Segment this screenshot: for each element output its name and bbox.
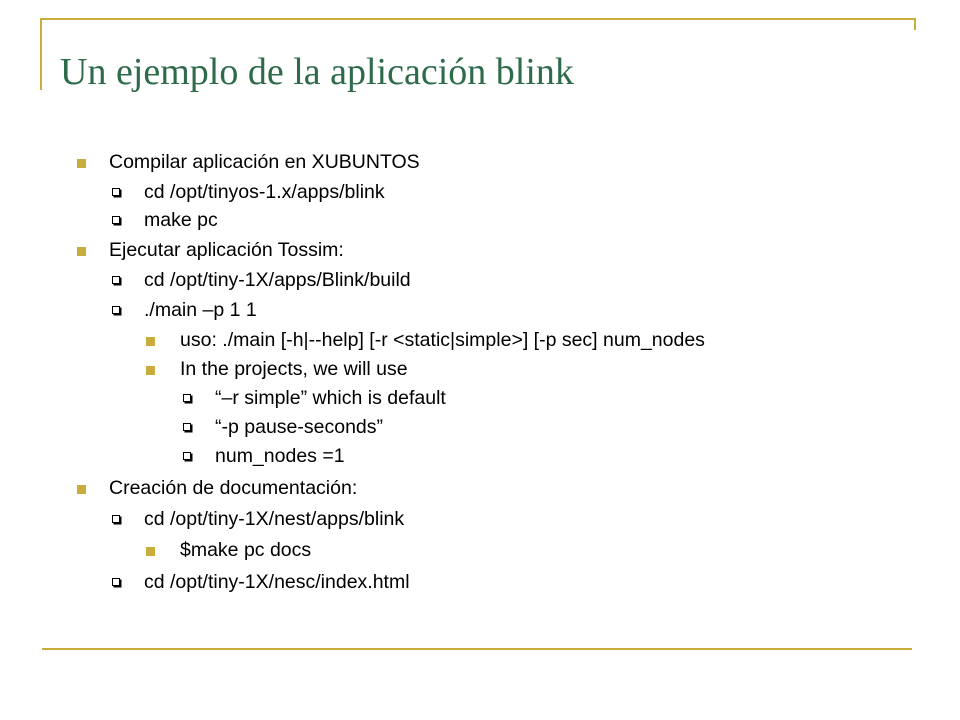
hollow-square-bullet-icon: [112, 276, 120, 284]
square-bullet-icon: [146, 337, 155, 346]
list-item: make pc: [144, 209, 218, 231]
hollow-square-bullet-icon: [112, 515, 120, 523]
list-item: uso: ./main [-h|--help] [-r <static|simp…: [180, 329, 705, 351]
square-bullet-icon: [146, 366, 155, 375]
frame-vertical-line: [40, 18, 42, 90]
hollow-square-bullet-icon: [183, 394, 191, 402]
hollow-square-bullet-icon: [112, 306, 120, 314]
square-bullet-icon: [77, 247, 86, 256]
hollow-square-bullet-icon: [112, 578, 120, 586]
hollow-square-bullet-icon: [112, 216, 120, 224]
hollow-square-bullet-icon: [183, 423, 191, 431]
square-bullet-icon: [77, 159, 86, 168]
list-item: Compilar aplicación en XUBUNTOS: [109, 151, 420, 173]
frame-bottom-line: [42, 648, 912, 650]
list-item: Creación de documentación:: [109, 477, 358, 499]
hollow-square-bullet-icon: [183, 452, 191, 460]
list-item: cd /opt/tiny-1X/nesc/index.html: [144, 571, 410, 593]
list-item: $make pc docs: [180, 539, 312, 561]
list-item: “–r simple” which is default: [215, 387, 446, 409]
list-item: cd /opt/tinyos-1.x/apps/blink: [144, 181, 385, 203]
square-bullet-icon: [77, 485, 86, 494]
slide-title: Un ejemplo de la aplicación blink: [60, 51, 574, 93]
list-item: cd /opt/tiny-1X/nest/apps/blink: [144, 508, 405, 530]
list-item: In the projects, we will use: [180, 358, 408, 380]
list-item: “-p pause-seconds”: [215, 416, 383, 438]
list-item: num_nodes =1: [215, 445, 345, 467]
square-bullet-icon: [146, 547, 155, 556]
hollow-square-bullet-icon: [112, 188, 120, 196]
list-item: Ejecutar aplicación Tossim:: [109, 239, 344, 261]
frame-corner-tick: [914, 18, 916, 30]
list-item: ./main –p 1 1: [144, 299, 257, 321]
list-item: cd /opt/tiny-1X/apps/Blink/build: [144, 269, 411, 291]
frame-top-line: [40, 18, 916, 20]
